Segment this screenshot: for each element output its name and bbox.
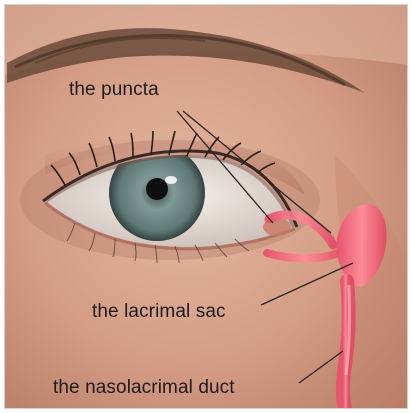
label-lacrimal-sac: the lacrimal sac xyxy=(92,301,226,323)
eye-photo xyxy=(5,5,408,409)
eye-anatomy-figure: the puncta the lacrimal sac the nasolacr… xyxy=(4,4,408,409)
pupil xyxy=(146,178,168,200)
label-nasolacrimal-duct: the nasolacrimal duct xyxy=(53,377,235,399)
label-puncta: the puncta xyxy=(69,79,159,101)
